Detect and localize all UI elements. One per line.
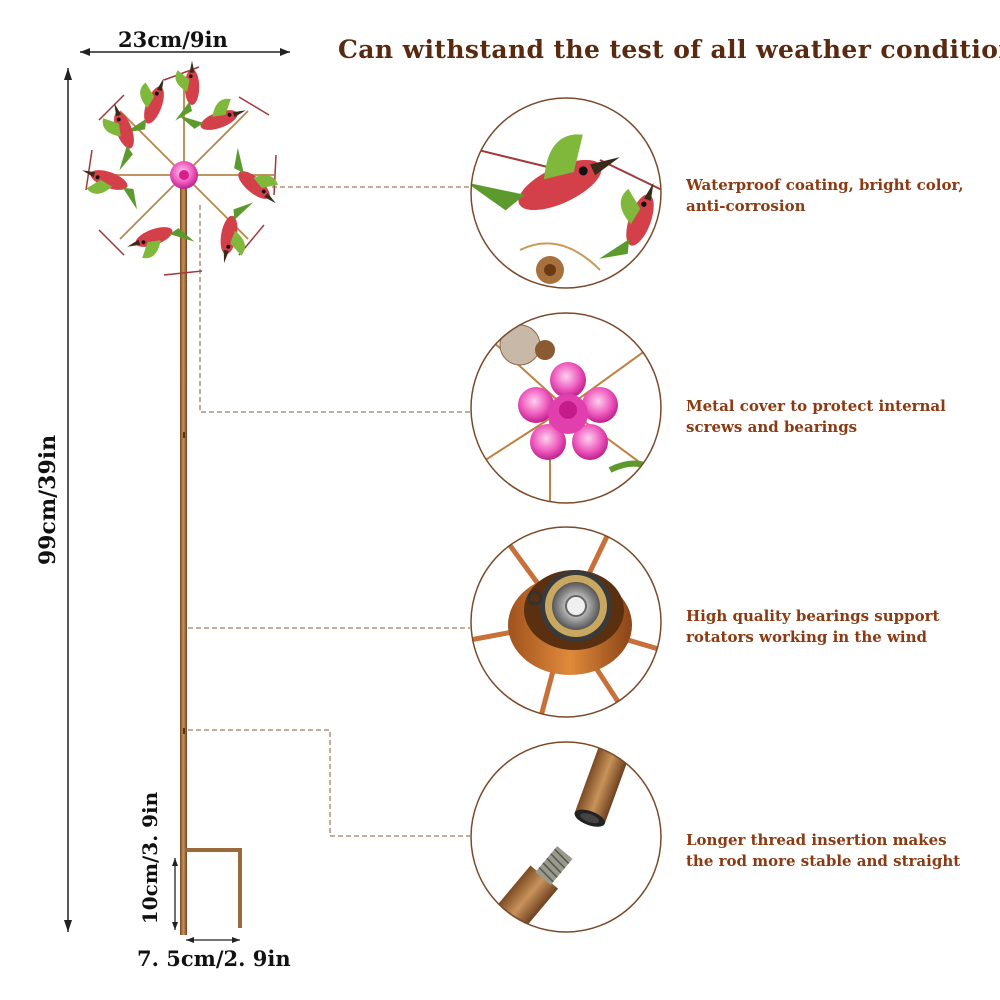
height-dimension-arrow	[64, 68, 72, 932]
detail-circle-cover	[470, 312, 662, 504]
detail-circle-thread	[470, 741, 662, 933]
feature-line: anti-corrosion	[686, 197, 806, 215]
width-label: 23cm/9in	[118, 27, 228, 52]
stake-width-label: 7. 5cm/2. 9in	[137, 946, 291, 971]
stake-height-dimension-arrow	[172, 858, 178, 930]
feature-caption-cover: Metal cover to protect internal screws a…	[686, 396, 986, 438]
leader-lines	[188, 186, 470, 837]
bearing-icon	[540, 570, 612, 642]
feature-caption-thread: Longer thread insertion makes the rod mo…	[686, 830, 986, 872]
feature-line: Metal cover to protect internal	[686, 397, 946, 415]
stake-width-dimension-arrow	[186, 937, 240, 943]
flower-cap-icon	[518, 362, 618, 460]
feature-caption-coating: Waterproof coating, bright color, anti-c…	[686, 175, 986, 217]
feature-line: rotators working in the wind	[686, 628, 928, 646]
page-headline: Can withstand the test of all weather co…	[338, 35, 1000, 64]
width-dimension-arrow	[80, 48, 290, 56]
feature-line: High quality bearings support	[686, 607, 940, 625]
feature-line: Waterproof coating, bright color,	[686, 176, 964, 194]
feature-line: screws and bearings	[686, 418, 858, 436]
height-label: 99cm/39in	[35, 434, 61, 566]
feature-line: Longer thread insertion makes	[686, 831, 947, 849]
feature-line: the rod more stable and straight	[686, 852, 961, 870]
stake-rod	[180, 175, 242, 935]
feature-caption-bearings: High quality bearings support rotators w…	[686, 606, 986, 648]
detail-circle-coating	[470, 97, 662, 289]
spinner-wheel-icon	[75, 60, 288, 276]
stake-height-label: 10cm/3. 9in	[138, 791, 162, 925]
detail-circle-bearing	[470, 526, 662, 718]
